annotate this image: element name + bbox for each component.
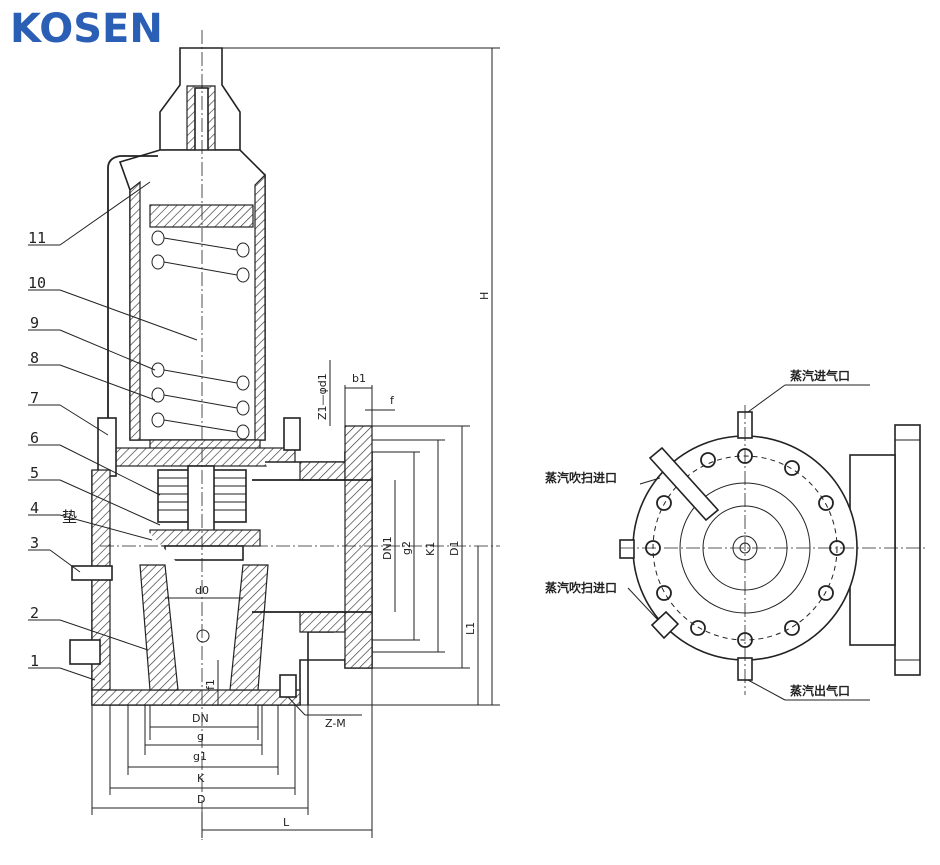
annotation-purge-inlet-1: 蒸汽吹扫进口 [545,470,617,485]
dim-g: g [197,730,204,743]
annotation-purge-inlet-2: 蒸汽吹扫进口 [545,580,617,595]
dim-D1: D1 [448,541,461,556]
part-label-2: 2 [30,604,39,622]
part-label-9: 9 [30,314,39,332]
part-label-7: 7 [30,389,39,407]
body-base [91,689,301,706]
part-label-4: 4 [30,499,39,517]
annotation-steam-outlet: 蒸汽出气口 [790,683,850,698]
outlet-wall-bottom [299,611,346,633]
dim-d0: d0 [195,584,209,597]
part-labels: 11 10 9 8 7 6 5 4 垫 3 2 1 [28,229,77,670]
dim-L1: L1 [464,622,477,635]
nozzle-right [229,564,269,691]
valve-disc [149,529,261,547]
part-label-1: 1 [30,652,39,670]
part-label-3: 3 [30,534,39,552]
brand-logo: KOSEN [10,6,163,52]
dim-g1: g1 [193,750,207,763]
dim-K: K [197,772,205,785]
dim-DN: DN [192,712,209,725]
bonnet-wall-right [254,173,266,441]
part-label-11: 11 [28,229,46,247]
top-view [619,384,928,701]
flange-bolt-right [283,417,301,451]
base-bolt [69,639,101,665]
leader-lines [28,181,198,681]
dim-L: L [283,816,290,829]
dim-b1: b1 [352,372,366,385]
top-lever [648,446,720,522]
dim-H: H [478,292,491,300]
part-label-10: 10 [28,274,46,292]
spring-plate-top [149,204,254,228]
top-view-annotations: 蒸汽进气口 蒸汽吹扫进口 蒸汽吹扫进口 蒸汽出气口 [545,368,850,698]
dim-K1: K1 [424,542,437,556]
dimension-lines [91,47,500,838]
lever-cover [107,155,158,420]
part-label-8: 8 [30,349,39,367]
outlet-wall-top [299,461,346,481]
top-outlet-flange [894,424,921,676]
outlet-flange [344,425,373,669]
dim-D: D [197,793,205,806]
annotation-steam-inlet: 蒸汽进气口 [790,368,850,383]
dim-Z1-d1: Z1—φd1 [316,373,329,420]
spring-coils [151,230,250,440]
side-port [619,539,635,559]
nozzle-hole [196,629,210,643]
bonnet-wall-left [129,180,141,441]
dimension-labels: H Z1—φd1 b1 f DN1 g2 K1 D1 L1 d0 f1 DN g… [192,292,491,829]
drain-plug [71,565,113,581]
flange-bolt-left [97,417,117,477]
dim-g2: g2 [400,541,413,555]
outlet-bore [252,479,372,613]
bonnet [118,149,266,441]
nozzle-left [139,564,179,691]
part-label-6: 6 [30,429,39,447]
dim-DN1: DN1 [381,536,394,560]
disc-holder [164,545,244,561]
part-label-5: 5 [30,464,39,482]
section-view [69,30,500,840]
part-label-4-suffix: 垫 [62,508,77,526]
purge-inlet-port-2 [650,610,680,640]
dim-Z-M: Z-M [325,717,346,730]
dim-f: f [390,394,395,407]
dim-f1: f1 [204,679,217,690]
base-stud [279,674,297,698]
